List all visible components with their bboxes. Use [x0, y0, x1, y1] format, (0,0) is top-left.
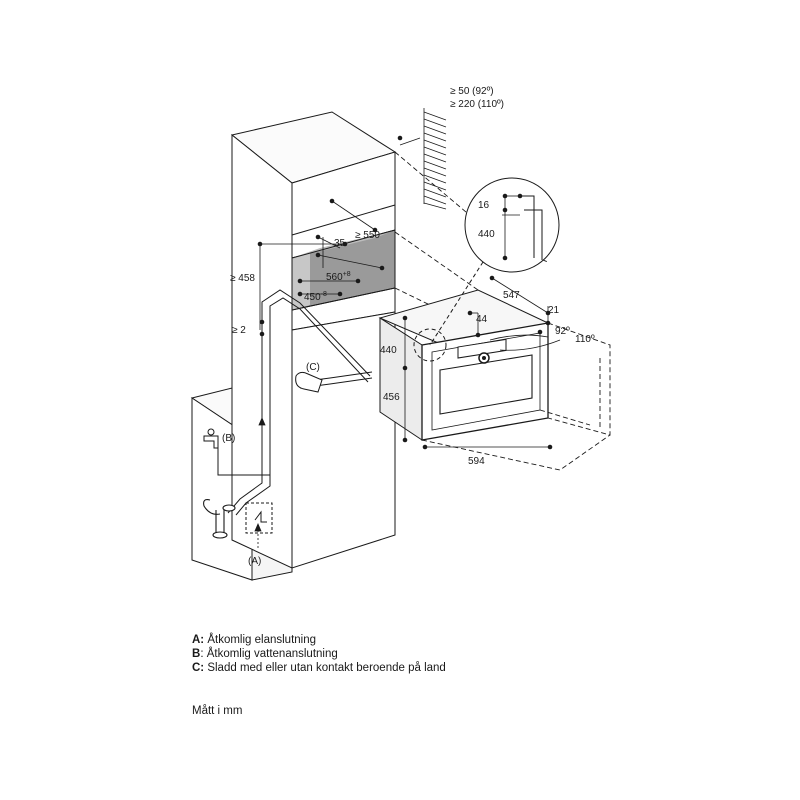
niche-dim-2: ≥ 2 — [232, 325, 246, 336]
dimension-labels: ≥ 50 (92º) ≥ 220 (110º) 16 440 35 ≥ 550 … — [222, 86, 595, 567]
tall-cabinet — [230, 111, 397, 569]
water-hose — [217, 289, 371, 516]
niche-dim-550: ≥ 550 — [355, 230, 380, 241]
appliance-dim-594: 594 — [468, 456, 485, 467]
wall-vent-hatching — [423, 108, 447, 210]
detail-dim-440: 440 — [478, 229, 495, 240]
appliance-dim-21: 21 — [548, 305, 560, 316]
door-angle-110: 110º — [575, 334, 595, 345]
units-note: Mått i mm — [192, 705, 243, 717]
clearance-label-110: ≥ 220 (110º) — [450, 99, 504, 110]
callout-c: (C) — [306, 362, 320, 373]
door-angle-92: 92º — [555, 326, 570, 337]
oven-appliance — [378, 289, 550, 441]
appliance-dim-456: 456 — [383, 392, 400, 403]
detail-magnifier — [429, 177, 560, 346]
niche-dim-450: 450-8 — [304, 291, 327, 303]
faucet-icon — [203, 428, 219, 449]
clearance-label-92: ≥ 50 (92º) — [450, 86, 494, 97]
dimension-dots — [257, 135, 553, 450]
door-angle-arcs — [489, 334, 561, 351]
appliance-dim-44: 44 — [476, 314, 488, 325]
dimension-lines — [259, 137, 550, 448]
legend: A: Åtkomlig elanslutning B: Åtkomlig vat… — [192, 633, 446, 675]
drain-trap-icon — [203, 499, 236, 539]
callout-leaders — [254, 416, 266, 548]
power-plug-icon — [295, 371, 323, 393]
legend-item-b: B: Åtkomlig vattenanslutning — [192, 648, 338, 660]
niche-dim-458: ≥ 458 — [230, 273, 255, 284]
appliance-dim-547: 547 — [503, 290, 520, 301]
detail-dim-16: 16 — [478, 200, 490, 211]
callout-a: (A) — [248, 556, 261, 567]
niche-dim-560: 560+8 — [326, 271, 351, 283]
legend-item-a: A: Åtkomlig elanslutning — [192, 634, 317, 646]
callout-b: (B) — [222, 433, 235, 444]
niche-dim-35: 35 — [334, 238, 346, 249]
appliance-dim-440: 440 — [380, 345, 397, 356]
legend-item-c: C: Sladd med eller utan kontakt beroende… — [192, 662, 446, 674]
